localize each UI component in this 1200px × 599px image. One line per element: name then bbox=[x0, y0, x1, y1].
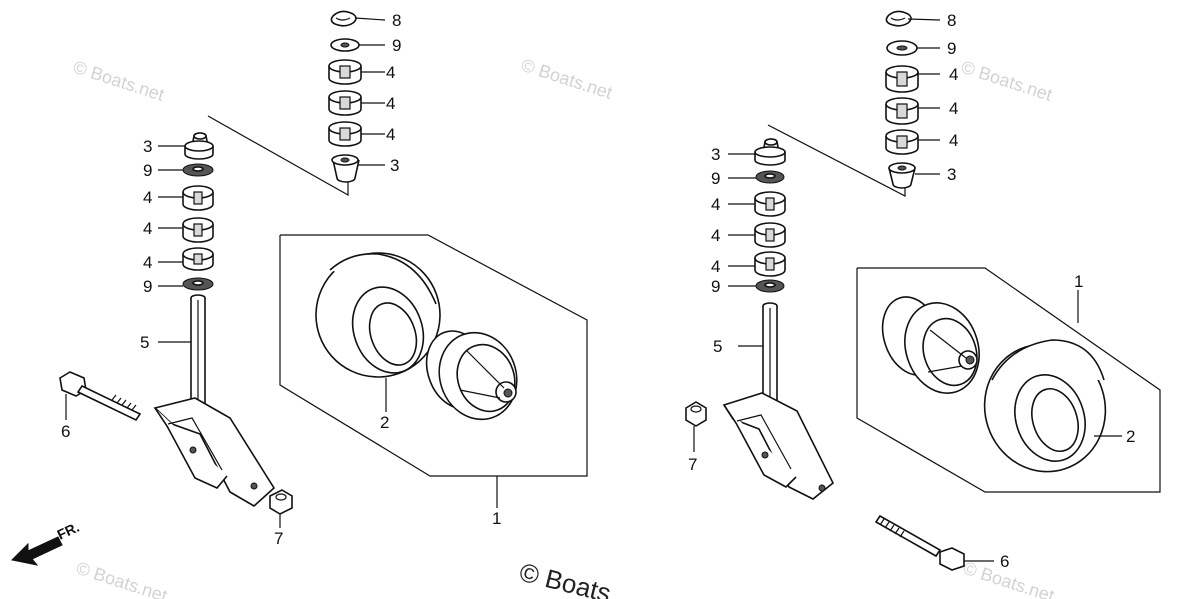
wheel-group-box-left bbox=[279, 234, 588, 477]
callout-4: 4 bbox=[143, 188, 152, 207]
clip-8-right bbox=[885, 10, 912, 27]
explode-line bbox=[207, 115, 349, 197]
collar-3-upper-right bbox=[888, 162, 916, 189]
tire-2-left bbox=[315, 252, 441, 378]
collar-3-upper-left bbox=[331, 154, 360, 183]
washer-9-low-left bbox=[182, 277, 214, 291]
washer-9-low-right bbox=[755, 279, 785, 293]
callouts-left: 8 9 4 4 4 3 3 9 4 4 4 9 5 6 7 2 1 bbox=[61, 11, 501, 548]
callout-3: 3 bbox=[711, 145, 720, 164]
watermark-text: © Boats.net bbox=[519, 55, 615, 103]
callout-6: 6 bbox=[1000, 552, 1009, 571]
callout-7: 7 bbox=[274, 529, 283, 548]
bushing-4c-upper-left bbox=[328, 121, 362, 147]
bushing-4c-lower-left bbox=[182, 247, 214, 271]
callout-4: 4 bbox=[386, 125, 395, 144]
spindle-5-left bbox=[190, 294, 206, 409]
callout-4: 4 bbox=[949, 131, 958, 150]
callout-9: 9 bbox=[947, 39, 956, 58]
callout-1: 1 bbox=[492, 509, 501, 528]
callout-8: 8 bbox=[947, 11, 956, 30]
collar-3-lower-right bbox=[754, 138, 786, 166]
callout-3: 3 bbox=[947, 165, 956, 184]
callout-4: 4 bbox=[143, 219, 152, 238]
bushing-4a-upper-left bbox=[328, 59, 362, 85]
callout-2: 2 bbox=[1126, 427, 1135, 446]
callout-3: 3 bbox=[390, 156, 399, 175]
washer-9-mid-left bbox=[182, 163, 214, 177]
callout-7: 7 bbox=[688, 455, 697, 474]
tire-2-right bbox=[983, 339, 1107, 473]
bushing-4a-lower-right bbox=[754, 191, 786, 217]
callout-1: 1 bbox=[1074, 272, 1083, 291]
callout-4: 4 bbox=[711, 226, 720, 245]
callout-9: 9 bbox=[143, 277, 152, 296]
right-caster-assembly: 8 9 4 4 4 3 3 9 4 4 4 9 5 7 6 1 2 bbox=[685, 10, 1161, 571]
callout-9: 9 bbox=[711, 277, 720, 296]
callout-9: 9 bbox=[711, 169, 720, 188]
callout-5: 5 bbox=[713, 337, 722, 356]
callout-9: 9 bbox=[392, 36, 401, 55]
front-direction-arrow: FR. bbox=[10, 519, 82, 566]
spindle-5-right bbox=[762, 302, 778, 403]
fork-bracket-right bbox=[722, 392, 835, 500]
left-caster-assembly: 8 9 4 4 4 3 3 9 4 4 4 9 5 6 7 2 1 bbox=[59, 10, 588, 548]
bushing-4a-lower-left bbox=[182, 185, 214, 211]
rim-left bbox=[425, 330, 518, 421]
collar-3-lower-left bbox=[184, 132, 214, 160]
callout-5: 5 bbox=[140, 333, 149, 352]
watermark-text-bottom: © Boats bbox=[517, 557, 614, 599]
leaders-left bbox=[65, 17, 498, 528]
bolt-6-right bbox=[874, 514, 965, 571]
bushing-4b-lower-left bbox=[182, 217, 214, 243]
callout-3: 3 bbox=[143, 137, 152, 156]
nut-7-left bbox=[269, 489, 293, 515]
clip-8-left bbox=[330, 10, 357, 27]
callouts-right: 8 9 4 4 4 3 3 9 4 4 4 9 5 7 6 1 2 bbox=[688, 11, 1135, 571]
bolt-6-left bbox=[59, 371, 142, 422]
callout-2: 2 bbox=[380, 413, 389, 432]
callout-4: 4 bbox=[711, 195, 720, 214]
watermark-text: © Boats.net bbox=[74, 558, 170, 599]
callout-4: 4 bbox=[386, 63, 395, 82]
callout-4: 4 bbox=[386, 94, 395, 113]
callout-4: 4 bbox=[949, 65, 958, 84]
bushing-4c-upper-right bbox=[885, 129, 919, 155]
washer-9-upper-right bbox=[886, 40, 918, 56]
bushing-4b-lower-right bbox=[754, 222, 786, 248]
watermark-text: © Boats.net bbox=[71, 57, 167, 105]
bushing-4b-upper-right bbox=[885, 97, 919, 125]
watermark-text: © Boats.net bbox=[959, 57, 1055, 105]
washer-9-mid-right bbox=[755, 170, 785, 184]
leaders-right bbox=[693, 18, 1122, 562]
callout-4: 4 bbox=[711, 257, 720, 276]
arrow-icon bbox=[10, 536, 63, 566]
washer-9-upper-left bbox=[330, 38, 360, 52]
direction-label: FR. bbox=[55, 519, 82, 543]
wheel-group-box-right bbox=[856, 267, 1161, 493]
callout-9: 9 bbox=[143, 161, 152, 180]
callout-4: 4 bbox=[143, 253, 152, 272]
bushing-4a-upper-right bbox=[885, 65, 919, 93]
fork-bracket-left bbox=[153, 397, 276, 507]
rim-right bbox=[881, 296, 980, 394]
callout-8: 8 bbox=[392, 11, 401, 30]
callout-6: 6 bbox=[61, 422, 70, 441]
callout-4: 4 bbox=[949, 99, 958, 118]
nut-7-right bbox=[685, 401, 707, 427]
bushing-4b-upper-left bbox=[328, 90, 362, 116]
explode-line bbox=[767, 124, 906, 197]
bushing-4c-lower-right bbox=[754, 251, 786, 277]
